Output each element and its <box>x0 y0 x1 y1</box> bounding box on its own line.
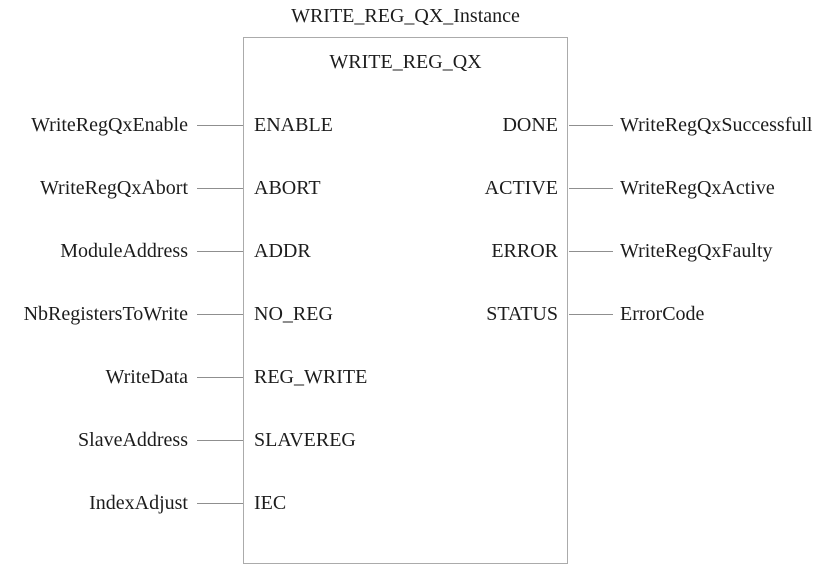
input-variable-label: WriteRegQxEnable <box>31 114 188 136</box>
input-wire <box>197 251 243 252</box>
output-variable-label: ErrorCode <box>620 303 705 325</box>
output-wire <box>569 125 613 126</box>
input-pin-label: REG_WRITE <box>254 366 368 388</box>
input-pin-label: NO_REG <box>254 303 333 325</box>
input-pin-label: IEC <box>254 492 287 514</box>
output-wire <box>569 251 613 252</box>
input-variable-label: WriteRegQxAbort <box>39 177 188 199</box>
input-wire <box>197 314 243 315</box>
input-variable-label: SlaveAddress <box>78 429 188 451</box>
output-pin-label: ACTIVE <box>484 177 558 199</box>
output-pin-label: ERROR <box>491 240 558 262</box>
input-variable-label: NbRegistersToWrite <box>23 303 188 325</box>
input-variable-label: ModuleAddress <box>60 240 188 262</box>
input-wire <box>197 377 243 378</box>
output-pin-label: DONE <box>502 114 558 136</box>
output-variable-label: WriteRegQxActive <box>620 177 775 199</box>
output-wire <box>569 188 613 189</box>
output-pin-label: STATUS <box>486 303 558 325</box>
output-variable-label: WriteRegQxFaulty <box>620 240 773 262</box>
output-variable-label: WriteRegQxSuccessfull <box>620 114 813 136</box>
input-wire <box>197 188 243 189</box>
input-wire <box>197 440 243 441</box>
input-variable-label: WriteData <box>105 366 188 388</box>
block-type-name: WRITE_REG_QX <box>329 51 482 73</box>
input-wire <box>197 125 243 126</box>
output-wire <box>569 314 613 315</box>
function-block-body: WRITE_REG_QX <box>243 37 568 564</box>
input-wire <box>197 503 243 504</box>
input-pin-label: ADDR <box>254 240 311 262</box>
input-pin-label: SLAVEREG <box>254 429 356 451</box>
input-pin-label: ENABLE <box>254 114 333 136</box>
input-pin-label: ABORT <box>254 177 321 199</box>
input-variable-label: IndexAdjust <box>89 492 188 514</box>
block-instance-title: WRITE_REG_QX_Instance <box>291 5 520 27</box>
